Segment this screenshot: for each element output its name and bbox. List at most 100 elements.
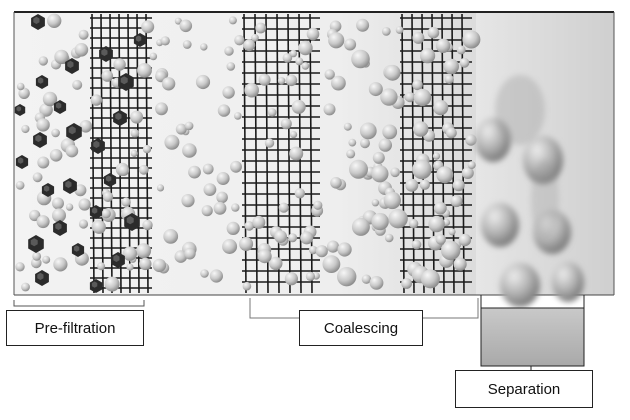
droplet-icon [42,255,51,264]
droplet-icon [42,91,58,107]
droplet-icon [49,149,63,162]
droplet-icon [381,27,391,36]
collected-liquid [480,307,585,367]
droplet-icon [126,263,134,271]
droplet-icon [264,138,275,148]
droplet-icon [182,40,192,49]
droplet-icon [277,77,286,85]
droplet-icon [356,18,370,32]
droplet-icon [298,40,313,56]
droplet-icon [295,57,304,66]
droplet-icon [315,245,328,258]
droplet-icon [348,138,357,147]
droplet-icon [420,269,440,289]
droplet-icon [224,46,234,56]
droplet-icon [118,165,130,176]
droplet-icon [361,274,372,284]
droplets [15,13,481,292]
droplet-icon [182,143,197,158]
droplet-icon [142,145,152,154]
droplet-icon [242,281,252,291]
droplet-icon [53,257,68,272]
droplet-icon [368,82,383,97]
droplet-icon [401,278,412,289]
solid-particle-icon [41,183,55,197]
droplet-icon [330,177,342,189]
droplet-icon [79,120,93,133]
droplet-icon [184,247,196,260]
droplet-icon [72,79,83,90]
droplet-icon [382,124,398,140]
droplet-icon [216,191,228,204]
droplet-icon [288,233,298,243]
droplet-icon [174,17,182,25]
solid-particle-icon [53,100,67,114]
droplet-icon [31,257,42,269]
droplet-icon [458,233,472,247]
droplet-icon [280,118,292,130]
solid-particle-icon [133,33,147,47]
droplet-icon [300,231,314,245]
droplet-icon [78,219,89,229]
droplet-icon [383,191,401,210]
droplet-icon [328,32,345,49]
solid-particle-icon [89,205,103,219]
droplet-icon [306,27,320,41]
droplet-icon [65,144,79,158]
droplet-icon [450,195,463,208]
droplet-icon [213,201,227,215]
solid-particles [14,14,147,293]
droplet-icon [136,243,152,259]
droplet-icon [130,129,140,138]
droplet-icon [390,167,400,178]
droplet-icon [97,262,106,271]
solid-particle-icon [53,220,67,236]
droplet-icon [294,188,305,199]
droplet-icon [188,165,201,179]
droplet-icon [284,272,298,286]
droplet-icon [331,75,346,91]
droplet-icon [222,239,238,254]
droplet-icon [231,203,240,212]
droplet-icon [251,34,259,42]
solid-particle-icon [71,243,85,257]
droplet-icon [243,39,256,52]
droplet-icon [252,215,266,229]
droplet-icon [427,26,440,39]
droplet-icon [267,108,277,117]
droplet-icon [21,124,30,134]
droplet-icon [326,240,340,253]
droplet-icon [305,271,315,281]
droplet-icon [282,53,293,63]
droplet-icon [74,43,89,57]
droplet-icon [290,131,298,139]
droplet-icon [289,146,304,161]
droplet-icon [234,112,242,120]
droplet-icon [412,31,425,44]
droplet-icon [432,152,441,160]
droplet-icon [444,74,454,84]
droplet-icon [435,38,451,53]
pre-filtration-label: Pre-filtration [6,310,144,346]
droplet-icon [404,92,416,103]
droplet-icon [139,257,152,271]
droplet-icon [152,258,167,273]
droplet-icon [337,242,352,257]
droplet-icon [78,29,89,40]
droplet-trail [495,75,545,145]
droplet-icon [200,43,208,51]
droplet-icon [138,164,149,175]
droplet-icon [456,45,466,55]
droplet-icon [161,77,176,91]
droplet-icon [202,163,214,175]
droplet-icon [156,184,165,192]
solid-particle-icon [15,155,29,169]
droplet-icon [101,209,111,219]
droplet-icon [102,191,114,202]
droplet-icon [54,49,69,65]
droplet-icon [461,167,474,179]
droplet-icon [130,110,144,124]
droplet-icon [228,16,237,25]
droplet-icon [36,215,50,229]
droplet-icon [413,88,432,107]
